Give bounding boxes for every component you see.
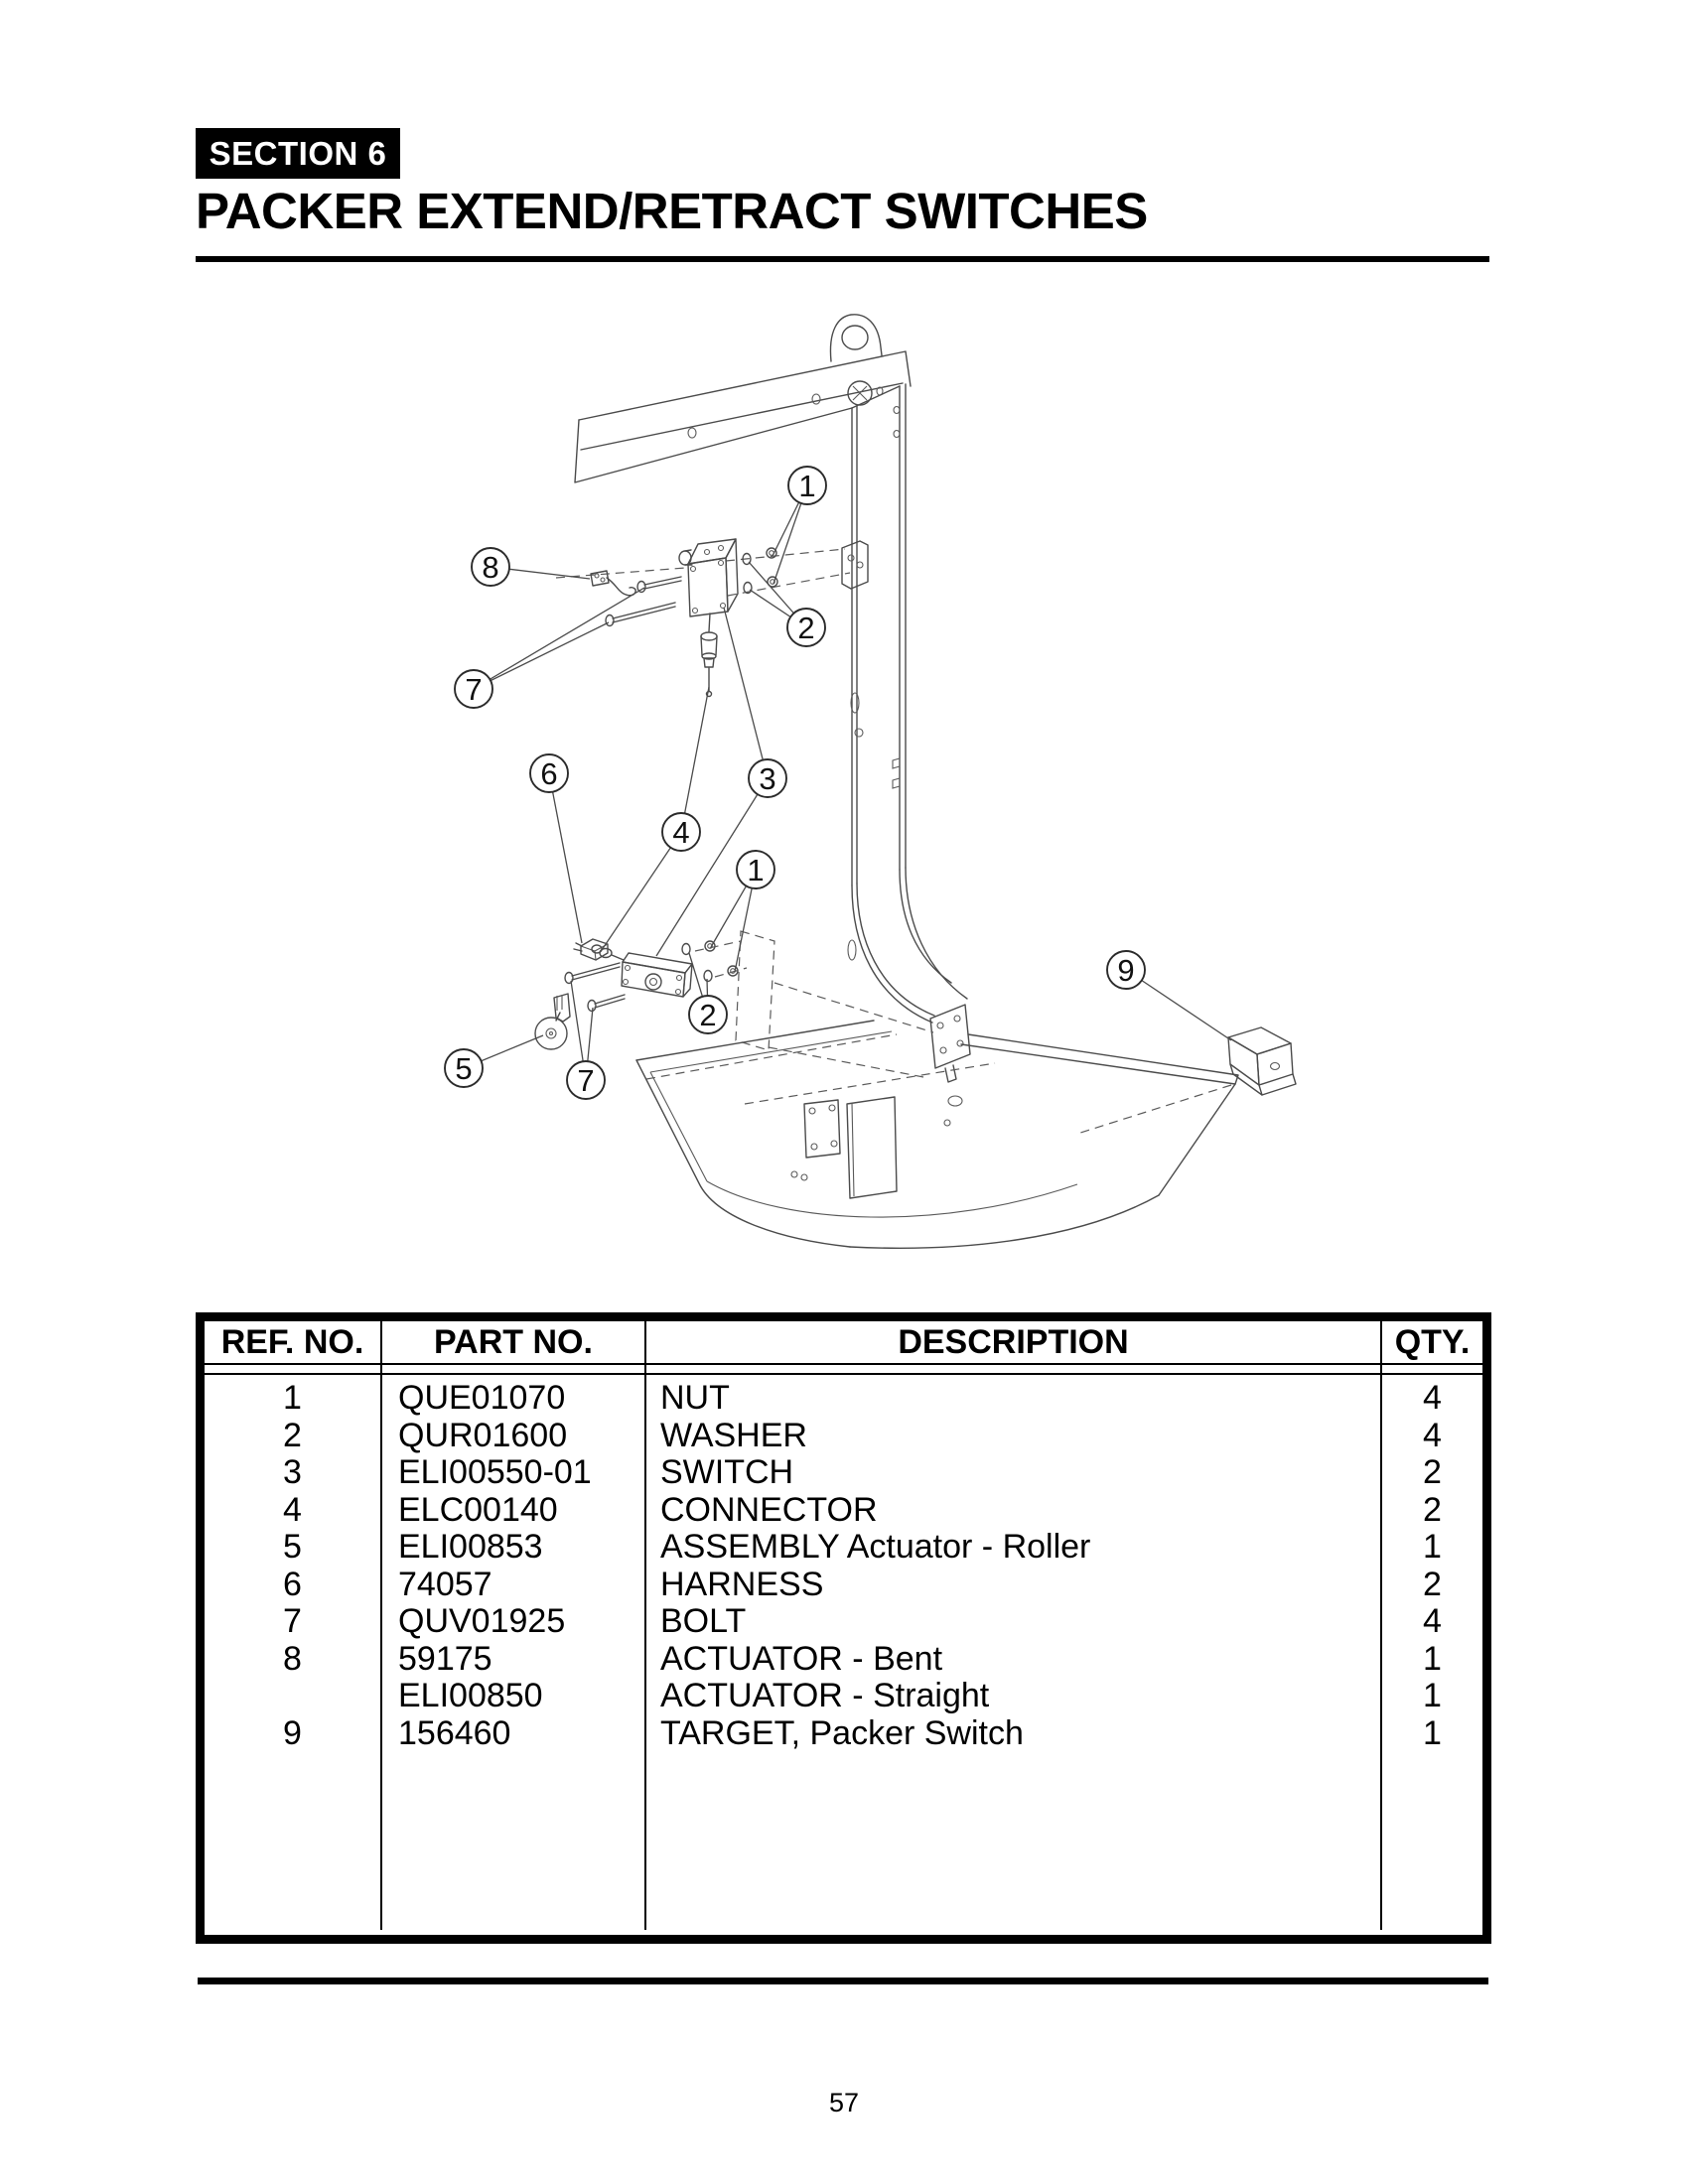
upper-mount-bracket bbox=[555, 540, 869, 597]
callout-leader-line bbox=[473, 621, 610, 690]
header-ref-no: REF. NO. bbox=[220, 1322, 364, 1361]
header-description: DESCRIPTION bbox=[644, 1321, 1380, 1363]
page-number: 57 bbox=[828, 2088, 860, 2117]
table-cell: 1 bbox=[1423, 1639, 1442, 1678]
lifting-eye bbox=[829, 314, 883, 362]
header-part-no: PART NO. bbox=[380, 1321, 644, 1363]
table-cell: 2 bbox=[283, 1416, 302, 1454]
table-cell: ELC00140 bbox=[398, 1490, 558, 1529]
callout-balloon-3: 3 bbox=[748, 758, 787, 798]
table-cell bbox=[205, 1678, 380, 1715]
table-cell: 1 bbox=[1423, 1677, 1442, 1714]
table-cell: 156460 bbox=[398, 1713, 511, 1752]
section-label-box: SECTION 6 bbox=[196, 128, 400, 179]
callout-balloon-4: 4 bbox=[661, 812, 701, 852]
table-cell: ACTUATOR - Straight bbox=[660, 1677, 990, 1714]
table-header-row: REF. NO. PART NO. DESCRIPTION QTY. bbox=[205, 1321, 1482, 1363]
header-qty: QTY. bbox=[1380, 1321, 1482, 1363]
callout-leader-line bbox=[473, 587, 645, 690]
table-cell: QUE01070 bbox=[398, 1379, 566, 1417]
table-cell: 4 bbox=[1423, 1602, 1442, 1640]
callout-leader-line bbox=[1125, 969, 1232, 1041]
callout-balloon-7: 7 bbox=[454, 669, 493, 709]
callout-leader-line bbox=[723, 607, 769, 779]
table-cell: ACTUATOR - Bent bbox=[660, 1639, 943, 1678]
lower-switch-assembly bbox=[534, 930, 934, 1078]
table-cell: 5 bbox=[283, 1528, 302, 1566]
callout-balloon-5: 5 bbox=[444, 1048, 484, 1088]
table-cell: ELI00853 bbox=[398, 1528, 543, 1566]
table-cell: 59175 bbox=[398, 1639, 492, 1678]
switch-target-bracket bbox=[1076, 1026, 1297, 1135]
table-cell: TARGET, Packer Switch bbox=[660, 1713, 1024, 1752]
callout-balloon-1: 1 bbox=[736, 850, 775, 889]
mast-column bbox=[847, 383, 971, 1083]
table-cell: NUT bbox=[660, 1379, 730, 1417]
table-cell: 1 bbox=[1423, 1528, 1442, 1566]
table-cell: BOLT bbox=[660, 1602, 747, 1640]
svg-text:2: 2 bbox=[797, 611, 814, 645]
table-cell: SWITCH bbox=[660, 1453, 794, 1491]
title-rule bbox=[196, 256, 1489, 262]
callout-leader-line bbox=[601, 831, 682, 951]
callout-balloon-1: 1 bbox=[787, 466, 827, 505]
top-beam bbox=[574, 350, 912, 483]
table-cell: CONNECTOR bbox=[660, 1490, 878, 1529]
table-cell: 4 bbox=[1423, 1416, 1442, 1454]
svg-text:9: 9 bbox=[1117, 953, 1134, 988]
table-cell: 3 bbox=[283, 1453, 302, 1491]
svg-text:6: 6 bbox=[540, 756, 557, 791]
svg-text:2: 2 bbox=[699, 998, 716, 1032]
upper-switch-assembly bbox=[590, 538, 778, 698]
svg-text:1: 1 bbox=[798, 469, 815, 503]
table-cell: 9 bbox=[283, 1713, 302, 1752]
section-label: SECTION 6 bbox=[209, 134, 387, 172]
table-cell: 1 bbox=[283, 1379, 302, 1417]
packer-tray bbox=[635, 1020, 1239, 1249]
table-cell: 4 bbox=[283, 1490, 302, 1529]
table-cell: 6 bbox=[283, 1565, 302, 1603]
svg-text:3: 3 bbox=[759, 761, 775, 796]
table-cell: 2 bbox=[1423, 1490, 1442, 1529]
table-cell: 1 bbox=[1423, 1713, 1442, 1752]
svg-text:1: 1 bbox=[747, 853, 764, 887]
callout-leader-line bbox=[680, 686, 710, 833]
table-cell: QUR01600 bbox=[398, 1416, 568, 1454]
table-cell: ELI00850 bbox=[398, 1677, 543, 1714]
callout-balloon-9: 9 bbox=[1106, 950, 1146, 990]
table-cell: ASSEMBLY Actuator - Roller bbox=[660, 1528, 1091, 1566]
table-cell: HARNESS bbox=[660, 1565, 824, 1603]
svg-text:8: 8 bbox=[482, 550, 498, 585]
svg-text:5: 5 bbox=[455, 1051, 472, 1086]
table-cell: WASHER bbox=[660, 1416, 807, 1454]
table-cell: QUV01925 bbox=[398, 1602, 566, 1640]
page-title: PACKER EXTEND/RETRACT SWITCHES bbox=[196, 183, 1148, 239]
callout-balloon-2: 2 bbox=[688, 995, 728, 1034]
table-cell: 4 bbox=[1423, 1379, 1442, 1417]
svg-text:7: 7 bbox=[577, 1063, 594, 1098]
table-cell: 2 bbox=[1423, 1453, 1442, 1491]
callout-leader-line bbox=[548, 772, 583, 944]
header-separator bbox=[205, 1363, 1482, 1375]
table-cell: 8 bbox=[283, 1639, 302, 1678]
table-cell: 2 bbox=[1423, 1565, 1442, 1603]
callout-balloon-7: 7 bbox=[566, 1060, 606, 1100]
table-cell: 74057 bbox=[398, 1565, 492, 1603]
table-cell: ELI00550-01 bbox=[398, 1453, 592, 1491]
callout-balloon-8: 8 bbox=[471, 547, 510, 587]
svg-text:7: 7 bbox=[465, 672, 482, 707]
svg-text:4: 4 bbox=[672, 815, 689, 850]
callout-leader-line bbox=[655, 777, 769, 957]
table-cell: 7 bbox=[283, 1602, 302, 1640]
callout-balloon-2: 2 bbox=[786, 608, 826, 647]
footer-rule bbox=[198, 1978, 1488, 1984]
callout-balloon-6: 6 bbox=[529, 753, 569, 793]
exploded-parts-diagram: 1 8 2 7 6 3 4 1 9 2 5 7 bbox=[444, 314, 1297, 1249]
